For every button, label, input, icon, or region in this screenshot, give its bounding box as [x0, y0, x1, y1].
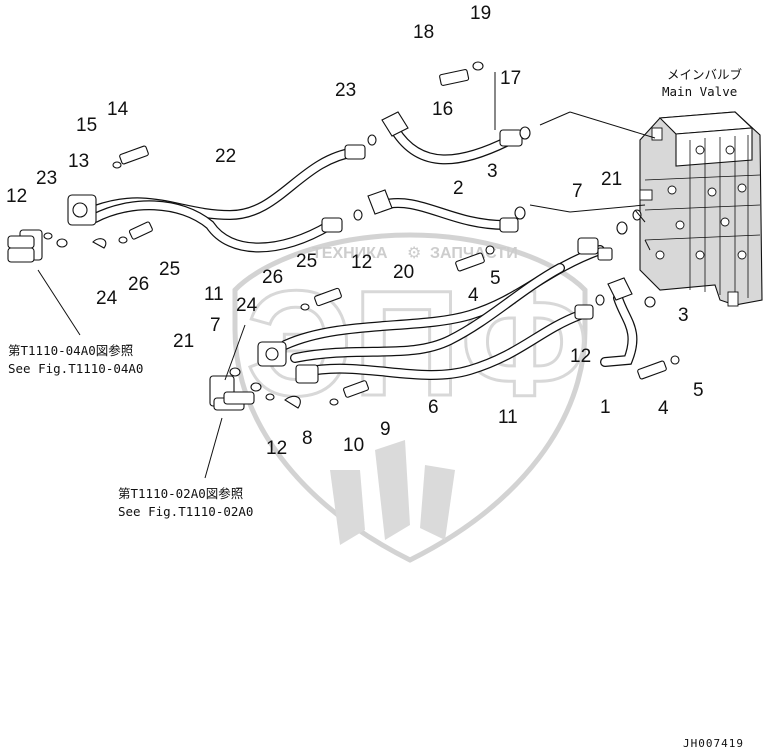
callout-15: 15 [76, 115, 97, 136]
callout-17: 17 [500, 68, 521, 89]
callout-12: 12 [351, 252, 372, 273]
main-valve-block [639, 111, 763, 307]
callout-13: 13 [68, 151, 89, 172]
callout-11: 11 [498, 407, 518, 428]
callout-24: 24 [96, 288, 118, 309]
callout-20: 20 [393, 262, 414, 283]
callout-2: 2 [453, 178, 464, 199]
callout-6: 6 [428, 397, 439, 418]
callout-12: 12 [570, 346, 591, 367]
callout-26: 26 [128, 274, 149, 295]
callout-1: 1 [600, 397, 611, 418]
callout-22: 22 [215, 146, 236, 167]
callout-24: 24 [236, 295, 258, 316]
callout-21: 21 [173, 331, 194, 352]
callout-4: 4 [468, 285, 479, 306]
gear-icon: ⚙ [407, 243, 421, 262]
leader-lines [37, 72, 656, 479]
callout-12: 12 [6, 186, 27, 207]
callout-23: 23 [36, 168, 57, 189]
callout-14: 14 [107, 99, 129, 120]
callout-4: 4 [658, 398, 669, 419]
callout-3: 3 [487, 161, 498, 182]
watermark-text-left: ТЕХНИКА [312, 245, 388, 262]
main-valve-label-jp: メインバルブ [667, 67, 743, 82]
callout-3: 3 [678, 305, 689, 326]
callout-26: 26 [262, 267, 283, 288]
callout-8: 8 [302, 428, 313, 449]
callout-19: 19 [470, 3, 491, 24]
hose-lines [90, 125, 638, 380]
callout-25: 25 [296, 251, 317, 272]
callout-7: 7 [572, 181, 583, 202]
callout-18: 18 [413, 22, 434, 43]
callout-7: 7 [210, 315, 221, 336]
reference-lower-jp: 第T1110-02A0図参照 [118, 486, 243, 501]
main-valve-label-en: Main Valve [662, 84, 737, 99]
callout-9: 9 [380, 419, 391, 440]
reference-upper-jp: 第T1110-04A0図参照 [8, 343, 133, 358]
callout-5: 5 [693, 380, 704, 401]
reference-lower-en: See Fig.T1110-02A0 [118, 504, 253, 519]
callout-16: 16 [432, 99, 453, 120]
callout-23: 23 [335, 80, 356, 101]
callout-10: 10 [343, 435, 364, 456]
callout-25: 25 [159, 259, 180, 280]
callout-11: 11 [204, 284, 224, 305]
part-callouts: 19 18 17 23 16 14 15 22 13 3 23 21 2 7 1… [6, 3, 704, 459]
reference-upper-en: See Fig.T1110-04A0 [8, 361, 143, 376]
callout-5: 5 [490, 268, 501, 289]
callout-21: 21 [601, 169, 622, 190]
drawing-code: JH007419 [683, 737, 744, 750]
fittings [7, 61, 680, 411]
callout-12: 12 [266, 438, 287, 459]
watermark-text-right: ЗАПЧАСТИ [430, 245, 518, 262]
